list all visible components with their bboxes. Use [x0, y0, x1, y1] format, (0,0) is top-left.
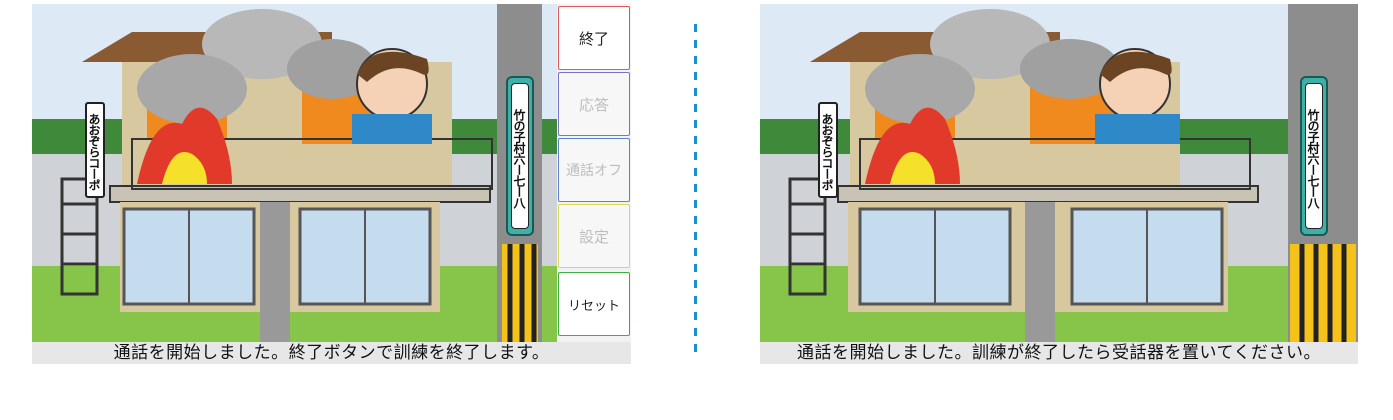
- apartment-sign: あおぞらコーポ: [85, 102, 105, 198]
- control-panel: 終了 応答 通話オフ 設定 リセット: [557, 4, 631, 342]
- house-illustration: [760, 4, 1358, 342]
- address-sign: 竹の子村六ー七ー八: [1300, 76, 1328, 236]
- house-illustration: [32, 4, 631, 342]
- end-button[interactable]: 終了: [558, 6, 630, 70]
- fire-scene: あおぞらコーポ 竹の子村六ー七ー八: [32, 4, 631, 342]
- status-caption: 通話を開始しました。訓練が終了したら受話器を置いてください。: [760, 342, 1358, 364]
- apartment-sign: あおぞらコーポ: [818, 102, 838, 198]
- answer-button[interactable]: 応答: [558, 72, 630, 136]
- reset-button[interactable]: リセット: [558, 272, 630, 336]
- dashed-divider: [694, 24, 697, 360]
- address-sign-label: 竹の子村六ー七ー八: [1305, 83, 1323, 229]
- right-screen: あおぞらコーポ 竹の子村六ー七ー八 通話を開始しました。訓練が終了したら受話器を…: [760, 4, 1358, 364]
- address-sign-label: 竹の子村六ー七ー八: [511, 83, 529, 229]
- fire-scene: あおぞらコーポ 竹の子村六ー七ー八: [760, 4, 1358, 342]
- left-screen: あおぞらコーポ 竹の子村六ー七ー八 終了 応答 通話オフ 設定 リセット 通話を…: [32, 4, 631, 364]
- address-sign: 竹の子村六ー七ー八: [506, 76, 534, 236]
- call-off-button[interactable]: 通話オフ: [558, 138, 630, 202]
- status-caption: 通話を開始しました。終了ボタンで訓練を終了します。: [32, 342, 631, 364]
- settings-button[interactable]: 設定: [558, 204, 630, 268]
